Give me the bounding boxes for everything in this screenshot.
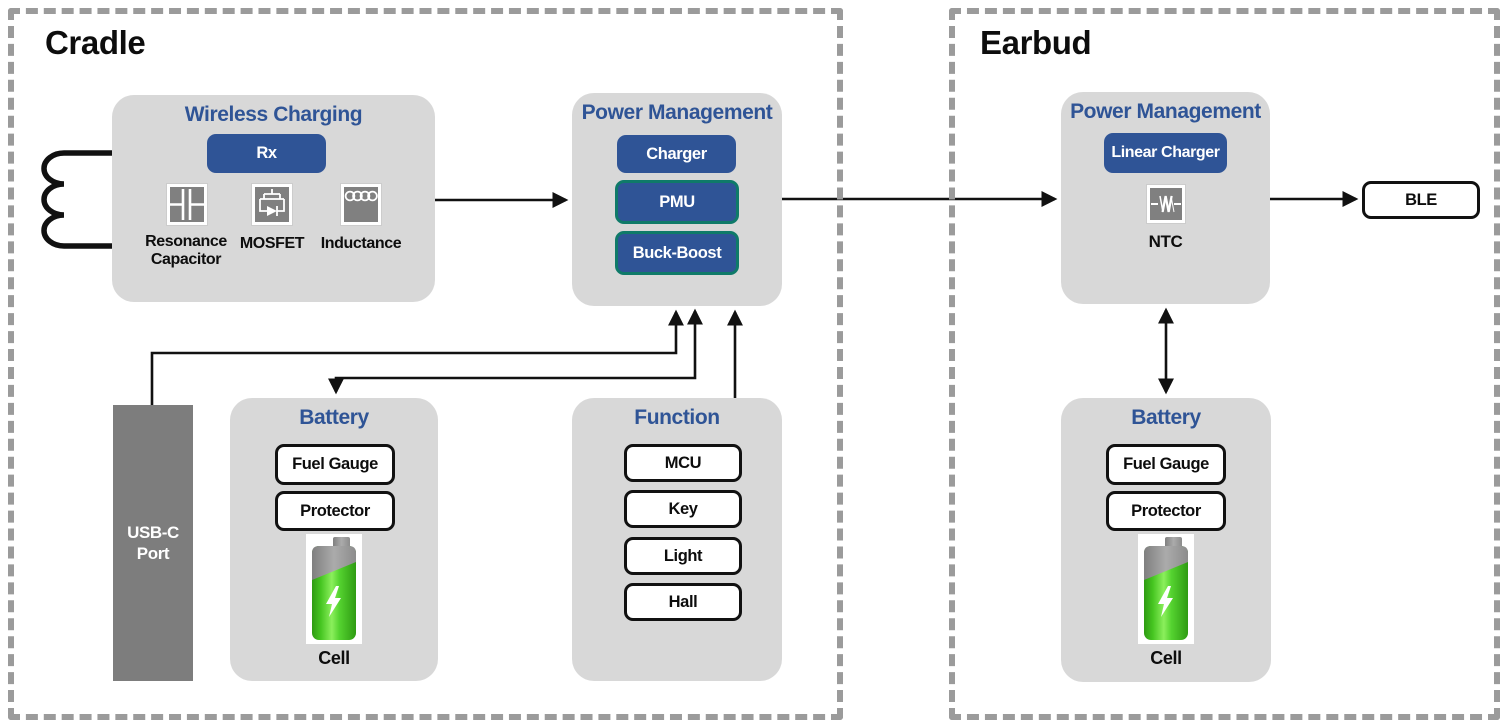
cradle-battery-title: Battery bbox=[299, 406, 369, 429]
ble-box: BLE bbox=[1362, 181, 1480, 219]
mcu-chip: MCU bbox=[624, 444, 742, 482]
cradle-battery-box: Battery Fuel Gauge Protector bbox=[230, 398, 438, 681]
inductor-icon bbox=[341, 184, 381, 225]
key-chip: Key bbox=[624, 490, 742, 528]
fuel-gauge-chip: Fuel Gauge bbox=[1106, 444, 1226, 485]
connector-pm-to-battery bbox=[327, 308, 704, 395]
earbud-section bbox=[949, 8, 1500, 720]
earbud-power-management-box: Power Management Linear Charger NTC bbox=[1061, 92, 1270, 304]
ntc-thermistor-icon bbox=[1147, 185, 1185, 223]
charger-chip: Charger bbox=[617, 135, 736, 173]
usb-c-port-label: USB-C Port bbox=[127, 522, 179, 563]
ntc-label: NTC bbox=[1148, 232, 1183, 251]
pmu-chip: PMU bbox=[615, 180, 739, 224]
capacitor-icon bbox=[167, 184, 207, 225]
light-chip: Light bbox=[624, 537, 742, 575]
function-box: Function MCU Key Light Hall bbox=[572, 398, 782, 681]
cradle-cell-label: Cell bbox=[318, 648, 350, 668]
earbud-pm-title: Power Management bbox=[1070, 100, 1261, 123]
capacitor-label: Resonance Capacitor bbox=[145, 233, 227, 268]
earbud-battery-title: Battery bbox=[1131, 406, 1201, 429]
battery-cell-icon bbox=[1138, 534, 1194, 649]
earbud-cell-label: Cell bbox=[1150, 648, 1182, 668]
battery-cell-icon bbox=[306, 534, 362, 649]
earbud-section-title: Earbud bbox=[980, 24, 1092, 61]
buck-boost-chip: Buck-Boost bbox=[615, 231, 739, 275]
wireless-charging-title: Wireless Charging bbox=[184, 103, 363, 126]
mosfet-label: MOSFET bbox=[239, 235, 305, 252]
linear-charger-chip: Linear Charger bbox=[1104, 133, 1227, 173]
cradle-power-management-box: Power Management Charger PMU Buck-Boost bbox=[572, 93, 782, 306]
inductor-label: Inductance bbox=[320, 235, 402, 252]
earbud-battery-box: Battery Fuel Gauge Protector Cell bbox=[1061, 398, 1271, 682]
fuel-gauge-chip: Fuel Gauge bbox=[275, 444, 395, 485]
hall-chip: Hall bbox=[624, 583, 742, 621]
protector-chip: Protector bbox=[275, 491, 395, 531]
cradle-pm-title: Power Management bbox=[581, 101, 773, 124]
cradle-section bbox=[8, 8, 843, 720]
charging-coil-icon bbox=[41, 150, 121, 249]
cradle-section-title: Cradle bbox=[45, 24, 146, 61]
protector-chip: Protector bbox=[1106, 491, 1226, 531]
usb-c-port: USB-C Port bbox=[113, 405, 193, 681]
wireless-charging-box: Wireless Charging Rx bbox=[112, 95, 435, 302]
mosfet-icon bbox=[252, 184, 292, 225]
rx-chip: Rx bbox=[207, 134, 326, 173]
function-title: Function bbox=[634, 406, 720, 429]
